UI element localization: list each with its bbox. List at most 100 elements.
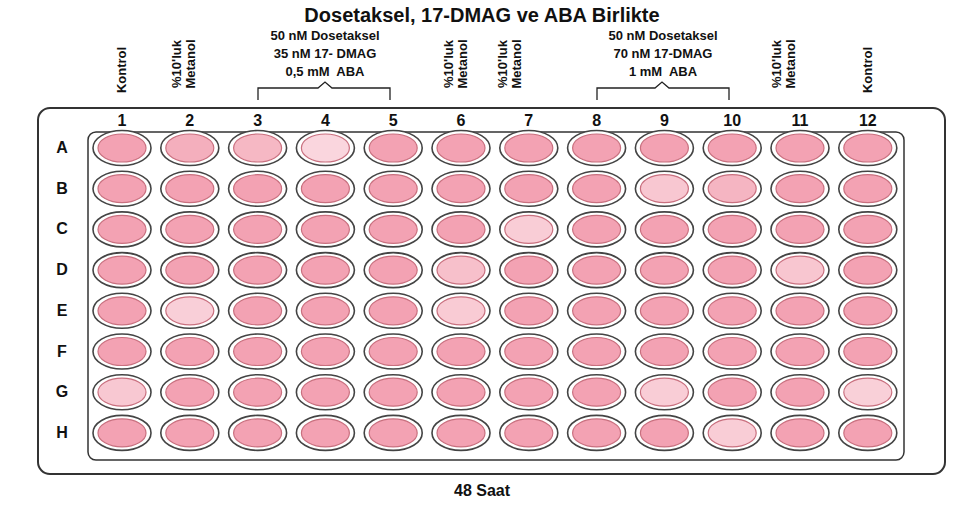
well [573, 338, 621, 366]
well-rim [500, 131, 558, 166]
well-rim [500, 293, 558, 328]
well [234, 134, 282, 162]
well-rim [93, 171, 151, 206]
well-rim [771, 293, 829, 328]
well [573, 297, 621, 325]
well [708, 419, 756, 447]
well-rim [771, 415, 829, 450]
well [301, 256, 349, 284]
well [369, 419, 417, 447]
well-rim [229, 253, 287, 288]
well-rim [229, 375, 287, 410]
row-letter: G [56, 383, 68, 401]
well-rim [364, 171, 422, 206]
well [166, 378, 214, 406]
well-rim [296, 334, 354, 369]
well [234, 256, 282, 284]
well-rim [229, 415, 287, 450]
well [776, 338, 824, 366]
treatment-label: 50 nM Dosetaksel [270, 28, 379, 43]
well [369, 378, 417, 406]
well-rim [568, 375, 626, 410]
well [640, 378, 688, 406]
well [505, 215, 553, 243]
well-rim [432, 334, 490, 369]
well [301, 215, 349, 243]
well-rim [500, 171, 558, 206]
well-rim [93, 415, 151, 450]
well-rim [93, 334, 151, 369]
well [437, 297, 485, 325]
column-number: 2 [185, 112, 194, 130]
well-rim [703, 253, 761, 288]
well-rim [364, 131, 422, 166]
well [573, 378, 621, 406]
well-rim [568, 212, 626, 247]
well-rim [500, 415, 558, 450]
well [708, 175, 756, 203]
well [505, 256, 553, 284]
well-rim [500, 253, 558, 288]
well-rim [93, 375, 151, 410]
row-letter: A [56, 139, 68, 157]
well-rim [161, 415, 219, 450]
column-number: 4 [321, 112, 330, 130]
well [369, 134, 417, 162]
well-rim [296, 415, 354, 450]
well [708, 134, 756, 162]
well [844, 134, 892, 162]
well [437, 338, 485, 366]
well [776, 419, 824, 447]
well [301, 419, 349, 447]
well-rim [93, 253, 151, 288]
well-rim [364, 253, 422, 288]
well-rim [568, 171, 626, 206]
well-rim [432, 253, 490, 288]
column-label: %10'luk Metanol [770, 32, 797, 96]
well-rim [296, 293, 354, 328]
column-number: 10 [723, 112, 741, 130]
well-rim [229, 334, 287, 369]
well-rim [296, 375, 354, 410]
well [437, 215, 485, 243]
well [98, 256, 146, 284]
well-rim [635, 212, 693, 247]
well-rim [839, 131, 897, 166]
well [437, 419, 485, 447]
row-letter: H [56, 424, 68, 442]
well-rim [635, 415, 693, 450]
well-rim [839, 253, 897, 288]
well-rim [839, 375, 897, 410]
well [234, 175, 282, 203]
well-rim [568, 293, 626, 328]
well-rim [703, 375, 761, 410]
well [234, 419, 282, 447]
column-number: 9 [660, 112, 669, 130]
treatment-label: 1 mM ABA [629, 64, 697, 79]
well-rim [635, 171, 693, 206]
treatment-label: 50 nM Dosetaksel [608, 28, 717, 43]
well-rim [432, 293, 490, 328]
well [234, 378, 282, 406]
well-rim [161, 212, 219, 247]
well-rim [839, 293, 897, 328]
well-rim [703, 293, 761, 328]
caption: 48 Saat [454, 482, 510, 500]
well-rim [703, 212, 761, 247]
column-label: Kontrol [861, 38, 875, 102]
well [301, 175, 349, 203]
well-rim [771, 253, 829, 288]
well [573, 256, 621, 284]
well [505, 419, 553, 447]
column-number: 7 [524, 112, 533, 130]
well [708, 338, 756, 366]
well-rim [296, 131, 354, 166]
row-letter: B [56, 180, 68, 198]
well [369, 175, 417, 203]
well [505, 338, 553, 366]
well [573, 215, 621, 243]
well [301, 338, 349, 366]
well-group [93, 131, 897, 451]
well-rim [839, 415, 897, 450]
